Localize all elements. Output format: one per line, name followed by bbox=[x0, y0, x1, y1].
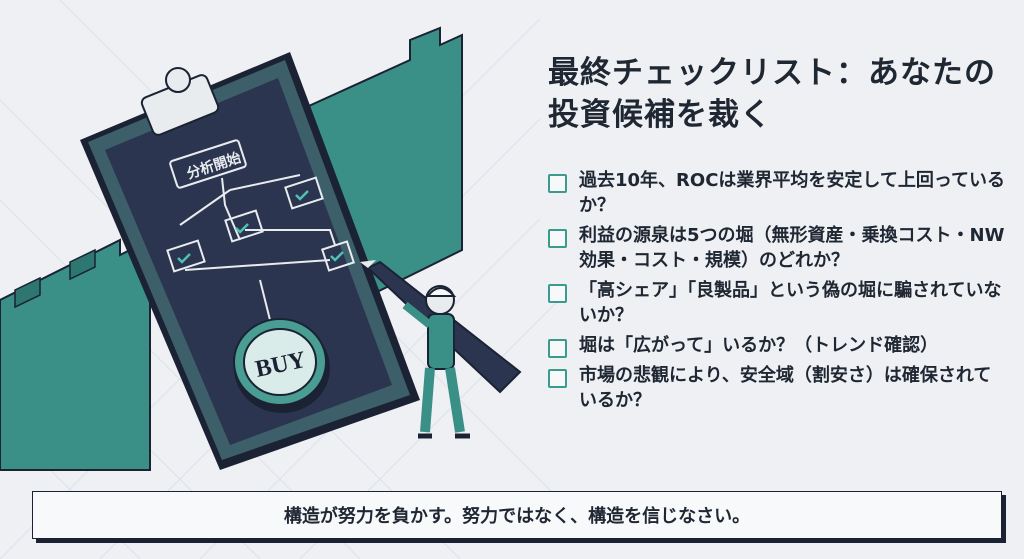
clipboard-illustration: 分析開始 BUY bbox=[0, 26, 522, 471]
worker-icon bbox=[402, 285, 470, 439]
checklist-item-text: 「高シェア」「良製品」という偽の堀に騙されていないか？ bbox=[579, 280, 1002, 326]
checkbox-icon bbox=[548, 284, 567, 303]
checklist-item-text: 堀は「広がって」いるか？（トレンド確認） bbox=[579, 335, 939, 356]
checklist-item-text: 過去10年、ROCは業界平均を安定して上回っているか？ bbox=[579, 170, 1005, 216]
checklist-item: 堀は「広がって」いるか？（トレンド確認） bbox=[548, 333, 1008, 358]
buy-coin-icon bbox=[233, 318, 330, 413]
checkbox-icon bbox=[548, 369, 567, 388]
checklist-item: 過去10年、ROCは業界平均を安定して上回っているか？ bbox=[548, 168, 1008, 218]
checkbox-icon bbox=[548, 229, 567, 248]
checklist-item-text: 利益の源泉は5つの堀（無形資産・乗換コスト・NW効果・コスト・規模）のどれか？ bbox=[579, 225, 1005, 271]
checklist-item-text: 市場の悲観により、安全域（割安さ）は確保されているか？ bbox=[579, 365, 992, 411]
checklist-item: 「高シェア」「良製品」という偽の堀に騙されていないか？ bbox=[548, 278, 1008, 328]
checklist-item: 市場の悲観により、安全域（割安さ）は確保されているか？ bbox=[548, 363, 1008, 413]
checkbox-icon bbox=[548, 174, 567, 193]
footer-callout: 構造が努力を負かす。努力ではなく、構造を信じなさい。 bbox=[32, 491, 1002, 539]
checklist: 過去10年、ROCは業界平均を安定して上回っているか？ 利益の源泉は5つの堀（無… bbox=[548, 168, 1008, 418]
slide-title: 最終チェックリスト：あなたの投資候補を裁く bbox=[548, 55, 996, 133]
checklist-item: 利益の源泉は5つの堀（無形資産・乗換コスト・NW効果・コスト・規模）のどれか？ bbox=[548, 223, 1008, 273]
footer-text: 構造が努力を負かす。努力ではなく、構造を信じなさい。 bbox=[283, 506, 751, 527]
checkbox-icon bbox=[548, 339, 567, 358]
